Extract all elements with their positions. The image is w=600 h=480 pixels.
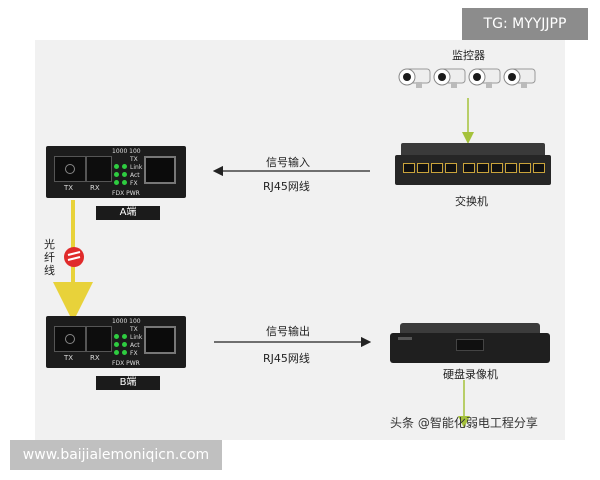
led-tx-label: TX [130,156,138,163]
input-cable-label: RJ45网线 [263,180,310,193]
converter-b-tag: B端 [96,376,160,390]
rx-label: RX [90,354,100,362]
camera-icon [503,68,536,88]
media-converter-a: 1000 100 TX Link Act FX FDX PWR TX RX [46,146,186,198]
camera-icon [433,68,466,88]
led-tx-label: TX [130,326,138,333]
nvr-label: 硬盘录像机 [443,368,498,381]
tx-label: TX [64,354,74,362]
watermark-author: 头条 @智能化弱电工程分享 [390,416,538,430]
led-act-label: Act [130,342,140,349]
media-converter-b: 1000 100 TX Link Act FX FDX PWR TX RX [46,316,186,368]
output-signal-label: 信号输出 [266,325,310,338]
switch-device [395,143,551,185]
led-fx-label: FX [130,180,138,187]
rx-label: RX [90,184,100,192]
watermark-top: TG: MYYJJPP [462,8,588,40]
led-act-label: Act [130,172,140,179]
tx-label: TX [64,184,74,192]
camera-icon [468,68,501,88]
watermark-bottom: www.baijialemoniqicn.com [10,440,222,470]
fdx-pwr-label: FDX PWR [112,360,140,367]
fiber-badge-icon [64,247,84,267]
diagram-panel [35,40,565,440]
cameras-label: 监控器 [452,49,485,62]
speed-label: 1000 100 [112,318,141,325]
nvr-device [390,323,550,363]
led-link-label: Link [130,334,143,341]
fiber-label: 光纤线 [44,238,55,277]
speed-label: 1000 100 [112,148,141,155]
led-fx-label: FX [130,350,138,357]
camera-icon [398,68,431,88]
fdx-pwr-label: FDX PWR [112,190,140,197]
switch-label: 交换机 [455,195,488,208]
input-signal-label: 信号输入 [266,156,310,169]
converter-a-tag: A端 [96,206,160,220]
output-cable-label: RJ45网线 [263,352,310,365]
led-link-label: Link [130,164,143,171]
